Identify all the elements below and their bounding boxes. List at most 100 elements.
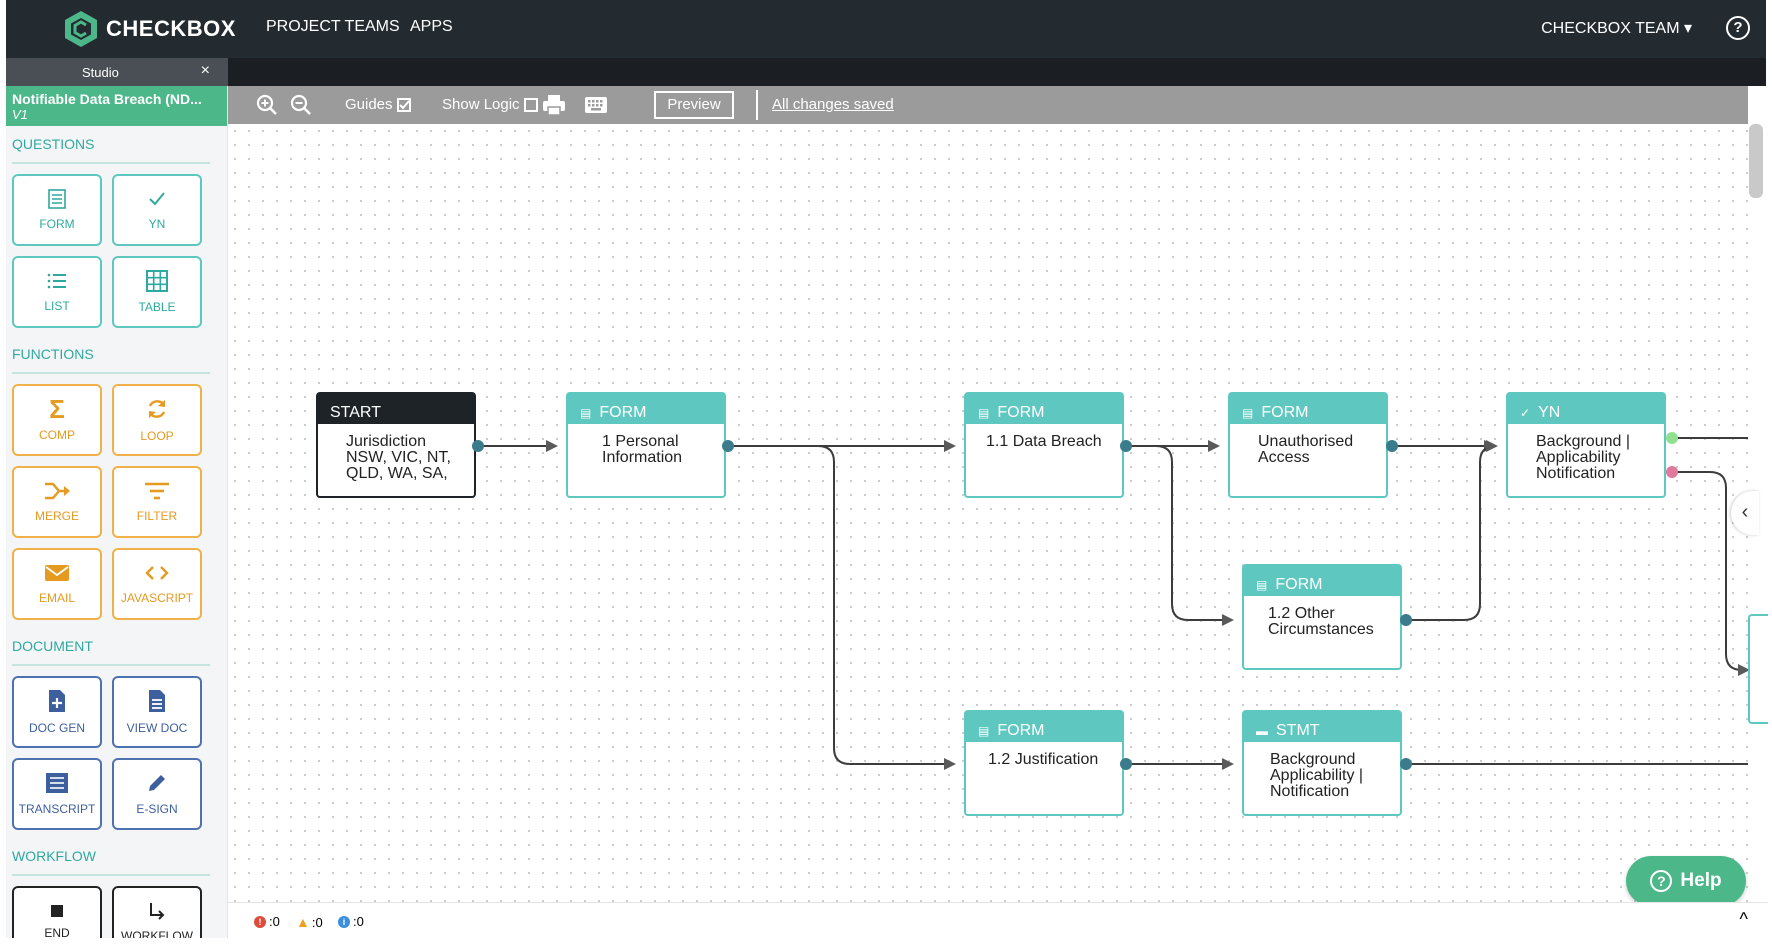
tile-doc-gen[interactable]: DOC GEN bbox=[12, 676, 102, 748]
help-button[interactable]: ? Help bbox=[1626, 856, 1746, 906]
tile-label: LIST bbox=[44, 299, 70, 313]
chevron-left-icon[interactable]: ‹ bbox=[1731, 491, 1759, 535]
tile-end[interactable]: END bbox=[12, 886, 102, 938]
help-button-label: Help bbox=[1680, 870, 1722, 891]
help-icon[interactable]: ? bbox=[1726, 16, 1750, 40]
show-logic-toggle[interactable]: Show Logic bbox=[442, 96, 538, 113]
tile-merge[interactable]: MERGE bbox=[12, 466, 102, 538]
tile-transcript[interactable]: TRANSCRIPT bbox=[12, 758, 102, 830]
output-port[interactable] bbox=[1120, 440, 1132, 452]
no-port[interactable] bbox=[1666, 466, 1678, 478]
email-icon bbox=[45, 565, 69, 581]
list-icon bbox=[47, 273, 66, 289]
zoom-out-icon[interactable] bbox=[290, 94, 312, 116]
yes-port[interactable] bbox=[1666, 432, 1678, 444]
preview-button[interactable]: Preview bbox=[654, 91, 734, 119]
node-stmt-background[interactable]: ▬STMT Background Applicability | Notific… bbox=[1242, 710, 1402, 816]
tile-e-sign[interactable]: E-SIGN bbox=[112, 758, 202, 830]
tile-filter[interactable]: FILTER bbox=[112, 466, 202, 538]
connector-layer bbox=[478, 437, 1748, 770]
error-count-value: :0 bbox=[269, 914, 280, 929]
team-dropdown[interactable]: CHECKBOX TEAM ▾ bbox=[1541, 20, 1692, 37]
show-logic-label: Show Logic bbox=[442, 96, 520, 113]
output-port[interactable] bbox=[1386, 440, 1398, 452]
comment-icon: ▬ bbox=[1256, 723, 1268, 738]
close-icon[interactable]: × bbox=[200, 62, 210, 79]
zoom-in-icon[interactable] bbox=[256, 94, 278, 116]
output-port[interactable] bbox=[722, 440, 734, 452]
stop-icon bbox=[51, 905, 63, 917]
info-count[interactable]: i :0 bbox=[338, 914, 364, 929]
tile-view-doc[interactable]: VIEW DOC bbox=[112, 676, 202, 748]
code-icon bbox=[145, 566, 169, 580]
form-icon: ▤ bbox=[978, 405, 990, 420]
tab-studio[interactable]: Studio × bbox=[6, 58, 228, 86]
tile-yn[interactable]: YN bbox=[112, 174, 202, 246]
node-type: START bbox=[330, 403, 381, 421]
subdirectory-arrow-icon bbox=[150, 903, 165, 920]
nav-project-teams[interactable]: PROJECT TEAMS bbox=[266, 18, 400, 35]
guides-toggle[interactable]: Guides bbox=[345, 96, 411, 113]
output-port[interactable] bbox=[472, 440, 484, 452]
workflow-grid: END WORKFLOW bbox=[12, 886, 227, 938]
check-icon bbox=[149, 192, 165, 206]
canvas-toolbar: Guides Show Logic Preview All changes sa… bbox=[228, 86, 1748, 124]
node-type: FORM bbox=[1275, 575, 1323, 593]
tile-javascript[interactable]: JAVASCRIPT bbox=[112, 548, 202, 620]
tile-email[interactable]: EMAIL bbox=[12, 548, 102, 620]
show-logic-checkbox[interactable] bbox=[523, 97, 538, 112]
tile-workflow[interactable]: WORKFLOW bbox=[112, 886, 202, 938]
output-port[interactable] bbox=[1120, 758, 1132, 770]
tile-label: TRANSCRIPT bbox=[18, 802, 96, 816]
flow-canvas[interactable]: START Jurisdiction NSW, VIC, NT, QLD, WA… bbox=[228, 124, 1748, 902]
pencil-icon bbox=[149, 775, 165, 791]
output-port[interactable] bbox=[1400, 758, 1412, 770]
save-status[interactable]: All changes saved bbox=[772, 96, 894, 113]
guides-label: Guides bbox=[345, 96, 393, 113]
tile-table[interactable]: TABLE bbox=[112, 256, 202, 328]
guides-checkbox[interactable] bbox=[396, 97, 411, 112]
error-count[interactable]: ! :0 bbox=[254, 914, 280, 929]
tile-loop[interactable]: LOOP bbox=[112, 384, 202, 456]
doc-icon bbox=[149, 690, 165, 712]
checkbox-logo-icon bbox=[65, 11, 97, 47]
node-form-personal-information[interactable]: ▤FORM 1 Personal Information bbox=[566, 392, 726, 498]
chevron-up-icon[interactable]: ^ bbox=[1739, 909, 1748, 929]
tile-label: VIEW DOC bbox=[126, 721, 188, 735]
print-icon[interactable] bbox=[542, 94, 566, 116]
tile-label: END bbox=[44, 926, 70, 938]
component-sidebar: Notifiable Data Breach (ND... V1 QUESTIO… bbox=[6, 86, 228, 938]
node-type: FORM bbox=[599, 403, 647, 421]
node-type: FORM bbox=[997, 721, 1045, 739]
node-form-data-breach[interactable]: ▤FORM 1.1 Data Breach bbox=[964, 392, 1124, 498]
flow-title[interactable]: Notifiable Data Breach (ND... V1 bbox=[6, 86, 227, 126]
document-grid: DOC GEN VIEW DOC TRANSCRIPT E-SIGN bbox=[12, 676, 227, 830]
node-type: FORM bbox=[1261, 403, 1309, 421]
warning-count[interactable]: ▲ :0 bbox=[296, 914, 323, 930]
checkbox-logo[interactable]: CHECKBOX bbox=[64, 9, 236, 49]
tile-label: EMAIL bbox=[38, 591, 75, 605]
node-header: START bbox=[318, 394, 474, 424]
tile-form[interactable]: FORM bbox=[12, 174, 102, 246]
tile-label: FORM bbox=[39, 217, 75, 231]
section-questions: QUESTIONS bbox=[12, 136, 210, 164]
form-icon bbox=[48, 189, 66, 209]
node-offscreen[interactable] bbox=[1748, 614, 1768, 724]
edge-other-to-yn bbox=[1406, 440, 1498, 621]
tile-list[interactable]: LIST bbox=[12, 256, 102, 328]
keyboard-icon[interactable] bbox=[584, 96, 608, 114]
tile-comp[interactable]: Σ COMP bbox=[12, 384, 102, 456]
doc-add-icon bbox=[49, 690, 65, 712]
node-form-other-circumstances[interactable]: ▤FORM 1.2 Other Circumstances bbox=[1242, 564, 1402, 670]
canvas-scrollbar[interactable] bbox=[1749, 124, 1763, 198]
output-port[interactable] bbox=[1400, 614, 1412, 626]
node-form-justification[interactable]: ▤FORM 1.2 Justification bbox=[964, 710, 1124, 816]
nav-apps[interactable]: APPS bbox=[410, 18, 453, 35]
node-form-unauthorised-access[interactable]: ▤FORM Unauthorised Access bbox=[1228, 392, 1388, 498]
merge-icon bbox=[45, 482, 70, 500]
filter-icon bbox=[145, 482, 169, 500]
node-yn-background[interactable]: ✓YN Background | Applicability Notificat… bbox=[1506, 392, 1666, 498]
node-start[interactable]: START Jurisdiction NSW, VIC, NT, QLD, WA… bbox=[316, 392, 476, 498]
node-body: Background Applicability | Notification bbox=[1270, 751, 1364, 800]
tile-label: DOC GEN bbox=[28, 721, 85, 735]
